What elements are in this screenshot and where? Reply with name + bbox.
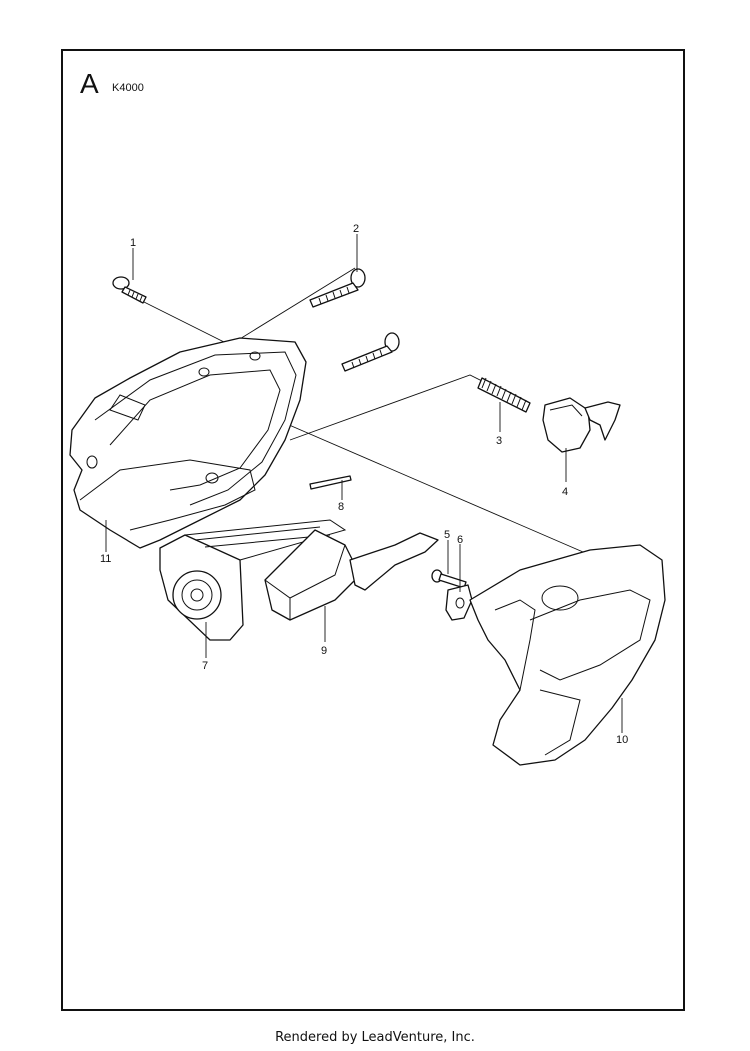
footer-credit: Rendered by LeadVenture, Inc. — [275, 1030, 475, 1045]
part-10-right-handle-housing[interactable] — [469, 544, 666, 766]
part-1-screw[interactable] — [112, 276, 147, 304]
callout-5: 5 — [444, 529, 450, 541]
section-letter: A — [80, 68, 99, 99]
part-6-clip[interactable] — [445, 584, 473, 621]
callout-9: 9 — [321, 645, 327, 657]
assembly-line-left — [139, 267, 356, 346]
part-7-fan-bracket[interactable] — [159, 519, 347, 641]
part-2-screw-second[interactable] — [341, 332, 400, 372]
part-11-left-handle-housing[interactable] — [69, 337, 307, 549]
callout-10: 10 — [616, 734, 628, 746]
callout-2: 2 — [353, 223, 359, 235]
part-5-screw[interactable] — [431, 569, 467, 589]
part-4-throttle-trigger[interactable] — [542, 397, 621, 453]
callout-3: 3 — [496, 435, 502, 447]
callout-1: 1 — [130, 237, 136, 249]
callout-6: 6 — [457, 534, 463, 546]
part-8-pin[interactable] — [309, 475, 352, 490]
model-label: K4000 — [112, 82, 144, 94]
part-2-screw[interactable] — [309, 268, 366, 308]
callout-11: 11 — [100, 553, 111, 565]
callout-7: 7 — [202, 660, 208, 672]
part-3-spring[interactable] — [477, 377, 531, 413]
diagram-frame — [61, 49, 685, 1011]
part-9-ignition-module[interactable] — [264, 529, 439, 621]
callout-8: 8 — [338, 501, 344, 513]
callout-4: 4 — [562, 486, 568, 498]
